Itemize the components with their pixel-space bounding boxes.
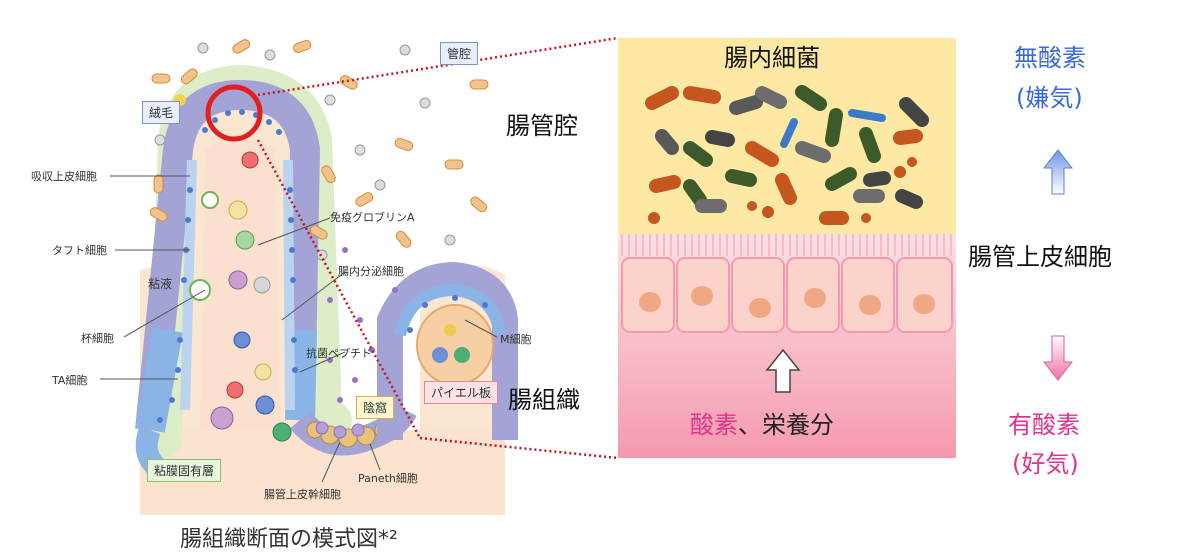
label-m-cell: M細胞 — [500, 333, 532, 346]
label-anaerobic-paren: (嫌気) — [1016, 84, 1083, 112]
label-supply: 酸素、栄養分 — [690, 405, 834, 440]
label-intestinal-tissue: 腸組織 — [508, 386, 580, 414]
label-enteroendocrine: 腸内分泌細胞 — [338, 265, 404, 278]
label-anaerobic: 無酸素 — [1014, 44, 1086, 72]
label-oxygen: 酸素 — [690, 411, 738, 439]
villus-tag: 絨毛 — [142, 101, 181, 124]
figure-caption: 腸組織断面の模式図*² — [180, 527, 398, 552]
label-stem-cell: 腸管上皮幹細胞 — [264, 488, 341, 501]
label-tuft-cell: タフト細胞 — [52, 244, 107, 257]
label-antimicrobial: 抗菌ペプチド — [306, 347, 372, 360]
label-epithelial-cells: 腸管上皮細胞 — [968, 243, 1112, 271]
peyer-patch-tag: パイエル板 — [424, 381, 498, 404]
label-goblet-cell: 杯細胞 — [81, 332, 114, 345]
label-iga: 免疫グロブリンA — [330, 211, 415, 224]
zoom-panel — [618, 38, 956, 458]
label-nutrients: 、栄養分 — [738, 411, 834, 439]
label-aerobic-paren: (好気) — [1012, 450, 1079, 478]
lamina-propria-tag: 粘膜固有層 — [147, 459, 222, 482]
oxygen-gradient-arrows — [1042, 149, 1074, 381]
lumen-tag: 管腔 — [440, 42, 479, 65]
crypt-tag: 陰窩 — [356, 396, 395, 419]
label-paneth: Paneth細胞 — [358, 472, 418, 485]
label-ta-cell: TA細胞 — [52, 374, 88, 387]
label-aerobic: 有酸素 — [1008, 411, 1080, 439]
label-mucus: 粘液 — [148, 277, 173, 291]
label-gut-bacteria: 腸内細菌 — [724, 44, 820, 72]
label-absorptive-cell: 吸収上皮細胞 — [31, 170, 97, 183]
tissue-schematic — [100, 39, 518, 515]
label-intestinal-lumen: 腸管腔 — [506, 112, 578, 140]
zoom-lines — [256, 36, 619, 460]
